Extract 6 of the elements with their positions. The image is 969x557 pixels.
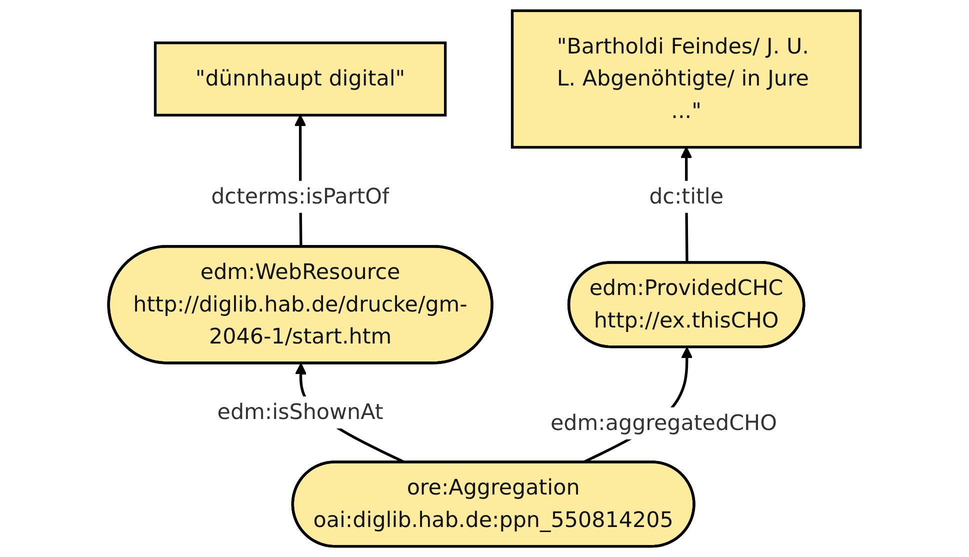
edge-label: edm:aggregatedCHO (550, 410, 778, 436)
edge-label: dc:title (649, 183, 724, 209)
edge-label: edm:isShownAt (217, 399, 384, 424)
node-box: "Bartholdi Feindes/ J. U. L. Abgenöhtigte/ in Jure ..." (510, 9, 862, 149)
edge-label: dcterms:isPartOf (211, 183, 390, 209)
node-box: "dünnhaupt digital" (154, 42, 447, 116)
